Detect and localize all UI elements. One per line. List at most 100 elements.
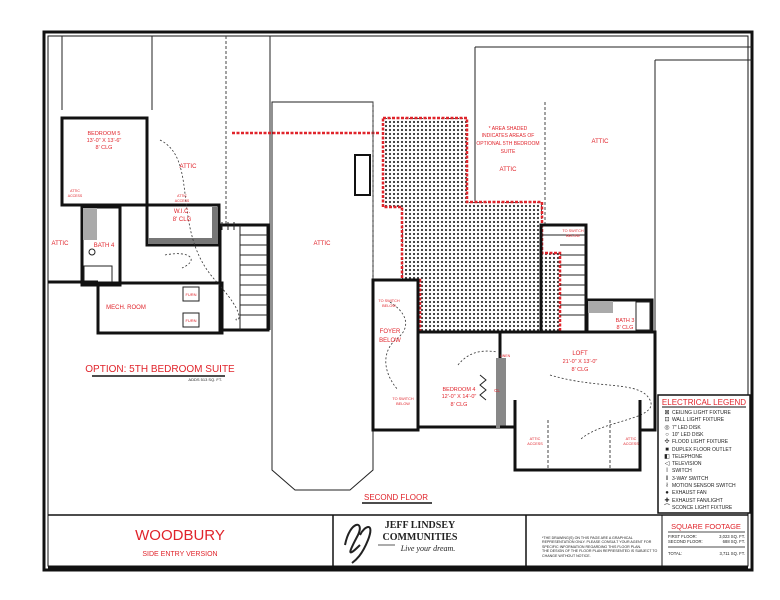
furnace-label: FURN	[185, 318, 196, 323]
legend-item-label: SWITCH	[672, 468, 692, 475]
brand-name-line2: COMMUNITIES	[382, 532, 457, 543]
furnace-label: FURN	[185, 292, 196, 297]
wic-clg: 8' CLG	[173, 217, 192, 223]
bath-3-clg: 8' CLG	[617, 325, 634, 331]
bedroom-5-size: 13'-0" X 13'-6"	[87, 138, 122, 144]
shaded-note: SUITE	[501, 149, 516, 155]
square-footage-table: SQUARE FOOTAGE FIRST FLOOR: 3,023 SQ. FT…	[668, 522, 745, 556]
disclaimer: *THE DRAWING(S) ON THIS PAGE ARE A GRAPH…	[542, 536, 658, 558]
telephone-icon: ◧	[664, 453, 670, 460]
legend-item: ◁TELEVISION	[662, 460, 702, 468]
total-value: 3,711 SQ. FT.	[719, 551, 745, 556]
foyer-label: FOYER	[380, 329, 401, 335]
legend-item: ✚EXHAUST FAN/LIGHT	[662, 497, 722, 505]
led-disk-7-icon: ◎	[664, 424, 670, 431]
television-icon: ◁	[664, 461, 670, 468]
disclaimer-line: SPECIFIC INFORMATION REGARDING THIS FLOO…	[542, 545, 641, 549]
sqft-title: SQUARE FOOTAGE	[671, 522, 741, 531]
attic-access-label: ATTIC	[530, 437, 541, 441]
legend-item-label: DUPLEX FLOOR OUTLET	[672, 446, 732, 453]
legend-item: ◎7" LED DISK	[662, 424, 701, 432]
attic-access-label: ACCESS	[68, 194, 83, 198]
linen-label: LINEN	[500, 354, 511, 358]
flood-light-icon: ✣	[664, 439, 670, 446]
to-switch-label: TO SWITCH	[562, 229, 583, 233]
option-5th-bedroom-plan: BEDROOM 5 13'-0" X 13'-6" 8' CLG ATTIC A…	[48, 36, 380, 382]
bath-3	[585, 298, 654, 334]
brand-name-line1: JEFF LINDSEY	[385, 520, 456, 531]
shaded-note: INDICATES AREAS OF	[482, 133, 535, 139]
legend-item-label: FLOOD LIGHT FIXTURE	[672, 439, 729, 446]
attic-access-label: ATTIC	[626, 437, 637, 441]
loft	[500, 330, 657, 432]
floor-label: SECOND FLOOR	[364, 493, 428, 502]
legend-item-label: SCONCE LIGHT FIXTURE	[672, 504, 733, 511]
legend-item-label: CEILING LIGHT FIXTURE	[672, 410, 731, 416]
disclaimer-line: THE DESIGN OF THE FLOOR PLAN REPRESENTED…	[542, 549, 658, 553]
three-way-switch-icon: ǁ	[665, 475, 669, 482]
disclaimer-line: *THE DRAWING(S) ON THIS PAGE ARE A GRAPH…	[542, 536, 633, 540]
second-floor-label: SECOND FLOOR:	[668, 539, 703, 544]
stairs-left	[218, 222, 270, 332]
disclaimer-line: REPRESENTATION ONLY. PLEASE CONSULT YOUR…	[542, 540, 652, 544]
attic-label: ATTIC	[180, 164, 198, 170]
legend-item: ■DUPLEX FLOOR OUTLET	[662, 446, 732, 454]
switch-icon: ǀ	[666, 468, 668, 475]
bath-4-label: BATH 4	[94, 243, 115, 249]
second-floor-value: 688 SQ. FT.	[723, 539, 745, 544]
to-switch-label: BELOW	[566, 234, 580, 238]
legend-item-label: 7" LED DISK	[672, 424, 701, 431]
to-switch-label: BELOW	[396, 402, 410, 406]
attic-access-label: ACCESS	[527, 442, 543, 446]
bedroom-4-size: 12'-0" X 14'-0"	[442, 394, 477, 400]
bath-3-label: BATH 3	[616, 318, 635, 324]
loft-label: LOFT	[572, 351, 588, 357]
bedroom-5-clg: 8' CLG	[96, 145, 113, 151]
legend-item-label: TELEVISION	[672, 461, 702, 468]
foyer-label: BELOW	[379, 338, 401, 344]
total-label: TOTAL:	[668, 551, 682, 556]
legend-item-label: 10" LED DISK	[672, 431, 704, 438]
led-disk-10-icon: ○	[665, 431, 669, 438]
bedroom-5	[60, 116, 149, 207]
attic-label: ATTIC	[52, 241, 70, 247]
plan-subtitle: SIDE ENTRY VERSION	[142, 551, 217, 558]
to-switch-label: TO SWITCH	[392, 397, 413, 401]
bath-4	[80, 205, 122, 287]
first-floor-value: 3,023 SQ. FT.	[719, 534, 745, 539]
first-floor-label: FIRST FLOOR:	[668, 534, 697, 539]
brand-logo: JEFF LINDSEY COMMUNITIES Live your dream…	[344, 520, 458, 564]
legend-title: ELECTRICAL LEGEND	[662, 398, 746, 407]
plan-title: WOODBURY	[135, 527, 225, 544]
bedroom-5-label: BEDROOM 5	[87, 131, 120, 137]
shaded-note: OPTIONAL 5TH BEDROOM	[476, 141, 539, 147]
motion-switch-icon: ł	[666, 483, 668, 489]
legend-item: ✣FLOOD LIGHT FIXTURE	[662, 438, 728, 446]
option-adds-sqft: ADDS 513 SQ. FT.	[188, 377, 222, 382]
floor-outlet-icon: ■	[665, 446, 669, 453]
legend-item: ł MOTION SENSOR SWITCH	[662, 482, 736, 490]
closet-label: CL	[494, 388, 500, 393]
legend-item: ○10" LED DISK	[662, 431, 704, 439]
legend-item: ⊠CEILING LIGHT FIXTURE	[662, 409, 731, 417]
legend-item-label: MOTION SENSOR SWITCH	[672, 483, 736, 489]
to-switch-label: BELOW	[382, 304, 396, 308]
legend-item: ◧TELEPHONE	[662, 453, 702, 461]
attic-access-label: ATTIC	[177, 194, 187, 198]
ceiling-light-icon: ⊠	[664, 410, 670, 416]
legend-item: ⌒SCONCE LIGHT FIXTURE	[662, 504, 732, 512]
optional-suite-shaded-area	[381, 116, 562, 334]
attic-access-label: ATTIC	[70, 189, 80, 193]
disclaimer-line: CHANGE WITHOUT NOTICE.	[542, 554, 591, 558]
wic-label: W.I.C.	[174, 209, 191, 215]
option-title: OPTION: 5TH BEDROOM SUITE	[85, 364, 235, 375]
legend-item-label: TELEPHONE	[672, 453, 703, 460]
attic-label: ATTIC	[500, 167, 518, 173]
legend-item: ●EXHAUST FAN	[662, 489, 707, 497]
legend-item-label: EXHAUST FAN	[672, 490, 707, 497]
legend-item: ǀ SWITCH	[662, 467, 692, 475]
attic-access-label: ACCESS	[175, 199, 190, 203]
mech-room-label: MECH. ROOM	[106, 305, 146, 311]
